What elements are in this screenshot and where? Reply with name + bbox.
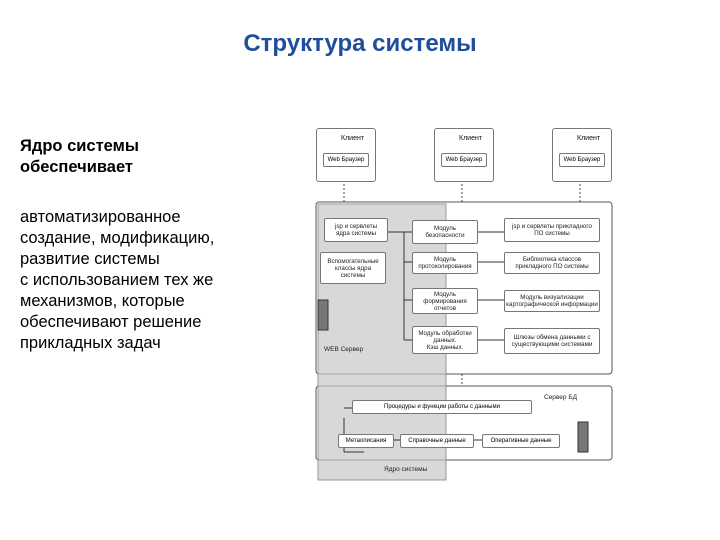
- client-box: Клиент Web Браузер: [316, 128, 376, 182]
- client-box: Клиент Web Браузер: [552, 128, 612, 182]
- client-title: Клиент: [341, 135, 365, 142]
- db-server-label: Сервер БД: [544, 394, 578, 401]
- lead-line: обеспечивает: [20, 158, 134, 176]
- body-text: автоматизированное создание, модификацию…: [20, 207, 280, 354]
- lead-line: Ядро системы: [20, 137, 139, 155]
- body-line: развитие системы: [20, 250, 160, 268]
- procedures-box: Процедуры и функции работы с данными: [352, 400, 532, 414]
- browser-box: Web Браузер: [323, 153, 369, 167]
- system-structure-diagram: Клиент Web Браузер Клиент Web Браузер Кл…: [308, 122, 614, 484]
- client-box: Клиент Web Браузер: [434, 128, 494, 182]
- body-line: обеспечивают решение: [20, 313, 202, 331]
- page-title: Структура системы: [243, 30, 477, 57]
- operational-data-box: Оперативные данные: [482, 434, 560, 448]
- metadata-box: Метаописания: [338, 434, 394, 448]
- client-title: Клиент: [577, 135, 601, 142]
- client-title: Клиент: [459, 135, 483, 142]
- body-line: создание, модификацию,: [20, 229, 215, 247]
- browser-box: Web Браузер: [441, 153, 487, 167]
- web-server-label: WEB Сервер: [324, 346, 364, 353]
- lead-text: Ядро системы обеспечивает: [20, 136, 139, 178]
- body-line: прикладных задач: [20, 334, 161, 352]
- body-line: автоматизированное: [20, 208, 181, 226]
- core-label: Ядро системы: [384, 466, 428, 473]
- browser-box: Web Браузер: [559, 153, 605, 167]
- reference-data-box: Справочные данные: [400, 434, 474, 448]
- body-line: механизмов, которые: [20, 292, 185, 310]
- body-line: с использованием тех же: [20, 271, 214, 289]
